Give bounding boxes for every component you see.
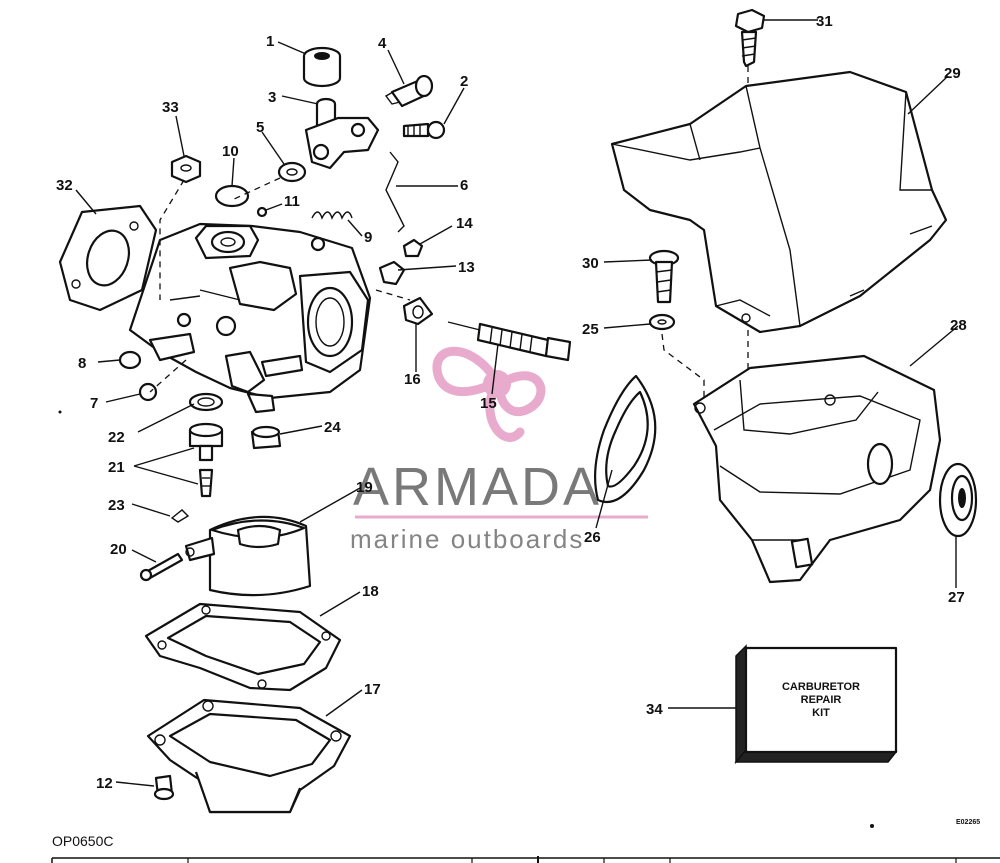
callout-9: 9 — [364, 229, 372, 246]
callout-27: 27 — [948, 589, 965, 606]
part-22-gasket-ring — [188, 392, 224, 412]
washer-dashed-guide — [661, 333, 705, 400]
callout-21: 21 — [108, 459, 125, 476]
callout-17: 17 — [364, 681, 381, 698]
callout-30: 30 — [582, 255, 599, 272]
callout-32: 32 — [56, 177, 73, 194]
callout-5: 5 — [256, 119, 264, 136]
propeller-hub-icon — [483, 370, 511, 398]
callout-16: 16 — [404, 371, 421, 388]
kit-box-line-3: KIT — [812, 707, 830, 719]
part-18-gasket — [144, 602, 342, 692]
watermark-brand: ARMADA — [353, 457, 602, 517]
propeller-icon — [432, 346, 546, 442]
part-21-jet — [188, 422, 224, 498]
part-14-screw — [402, 238, 424, 258]
watermark-logo: ARMADA marine outboards — [350, 346, 648, 554]
part-10-plug — [214, 184, 250, 208]
part-1-bushing — [302, 46, 342, 88]
callout-28: 28 — [950, 317, 967, 334]
leader-lines — [75, 19, 959, 787]
callout-20: 20 — [110, 541, 127, 558]
part-5-washer — [277, 161, 307, 183]
callout-2: 2 — [460, 73, 468, 90]
part-13-bracket — [378, 260, 406, 286]
callout-8: 8 — [78, 355, 86, 372]
part-23-clip — [170, 509, 190, 523]
part-29-cover — [610, 70, 948, 334]
parts-table-header-stub — [51, 856, 1000, 863]
part-17-float-bowl — [146, 698, 352, 814]
part-32-gasket — [58, 204, 158, 312]
callout-7: 7 — [90, 395, 98, 412]
callout-14: 14 — [456, 215, 473, 232]
part-7-ball — [138, 382, 158, 402]
callout-25: 25 — [582, 321, 599, 338]
part-9-spring — [311, 211, 353, 220]
callout-19: 19 — [356, 479, 373, 496]
callout-11: 11 — [284, 193, 300, 210]
callout-13: 13 — [458, 259, 475, 276]
callout-1: 1 — [266, 33, 274, 50]
part-25-washer — [648, 313, 676, 331]
callout-12: 12 — [96, 775, 113, 792]
part-26-seal — [594, 374, 657, 504]
part-33-nut — [170, 154, 202, 184]
part-15-needle-valve — [447, 321, 572, 362]
carburetor-body — [128, 222, 372, 414]
part-11-ball — [256, 206, 268, 218]
part-28-silencer-base — [692, 354, 942, 584]
part-4-pin — [384, 74, 434, 108]
part-12-screw — [153, 774, 175, 801]
part-31-bolt — [734, 8, 766, 68]
part-16-packing-nut — [402, 296, 434, 326]
callout-31: 31 — [816, 13, 833, 30]
callout-26: 26 — [584, 529, 601, 546]
part-27-grommet — [938, 462, 978, 538]
callout-3: 3 — [268, 89, 276, 106]
watermark-tagline: marine outboards — [350, 524, 584, 554]
stray-dot — [870, 824, 874, 828]
part-6-link-rod — [385, 151, 405, 233]
part-34-repair-kit-box: CARBURETOR REPAIR KIT — [734, 644, 898, 765]
assembly-dashed-lines — [149, 177, 411, 393]
callout-34: 34 — [646, 701, 663, 718]
kit-box-line-1: CARBURETOR — [782, 681, 860, 693]
part-3-throttle-lever — [304, 97, 380, 170]
part-20-pin — [139, 552, 184, 582]
callout-29: 29 — [944, 65, 961, 82]
callout-23: 23 — [108, 497, 125, 514]
callout-15: 15 — [480, 395, 497, 412]
callout-18: 18 — [362, 583, 379, 600]
callout-22: 22 — [108, 429, 125, 446]
callout-24: 24 — [324, 419, 341, 436]
part-2-screw — [402, 120, 446, 140]
part-30-screw — [648, 249, 680, 304]
part-24-plug — [250, 425, 282, 450]
callout-labels: 1 2 3 4 5 6 7 8 9 10 11 12 13 14 15 16 1… — [56, 13, 967, 792]
kit-box-line-2: REPAIR — [801, 694, 842, 706]
part-19-float — [184, 515, 312, 597]
callout-10: 10 — [222, 143, 239, 160]
callout-6: 6 — [460, 177, 468, 194]
callout-4: 4 — [378, 35, 387, 52]
stray-dot-2 — [58, 410, 62, 414]
diagram-code: OP0650C — [52, 833, 113, 849]
callout-33: 33 — [162, 99, 179, 116]
part-8-oring — [118, 350, 142, 370]
serial-mark: E02265 — [956, 819, 980, 826]
